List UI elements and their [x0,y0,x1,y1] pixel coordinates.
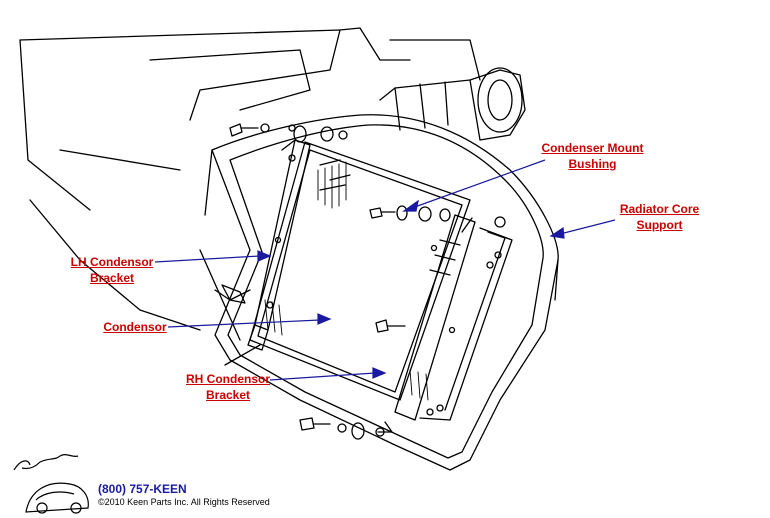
label-radiator-core-support[interactable]: Radiator Core Support [612,201,707,233]
label-radiator-core-support-line1: Radiator Core [619,202,700,216]
arrowhead-rh-condensor-bracket [372,367,387,379]
leader-condensor [167,319,321,328]
label-condensor-line1: Condensor [103,320,167,334]
label-rh-condensor-bracket[interactable]: RH Condensor Bracket [184,371,272,403]
hardware [221,123,506,440]
rh-bracket [377,214,513,433]
arrowhead-condenser-mount-bushing [402,199,419,212]
label-rh-condensor-bracket-line2: Bracket [205,388,251,402]
fan-hose-area [379,67,526,141]
keen-parts-logo [13,453,89,514]
copyright-notice: ©2010 Keen Parts Inc. All Rights Reserve… [98,497,270,507]
arrowhead-lh-condensor-bracket [257,250,272,262]
lh-bracket [247,139,311,351]
label-condenser-mount-bushing-line1: Condenser Mount [541,141,644,155]
leader-condenser-mount-bushing [411,159,546,209]
label-lh-condensor-bracket-line1: LH Condensor [70,255,154,269]
condensor-core [224,141,471,401]
label-lh-condensor-bracket-line2: Bracket [89,271,135,285]
leader-radiator-core-support [559,219,616,235]
label-condenser-mount-bushing-line2: Bushing [568,157,617,171]
arrowhead-radiator-core-support [549,226,565,239]
engine-bay-lines [19,27,481,341]
phone-number[interactable]: (800) 757-KEEN [98,482,187,496]
radiator-core-support [204,114,559,471]
leader-rh-condensor-bracket [269,372,376,381]
leader-lh-condensor-bracket [154,255,261,263]
label-condenser-mount-bushing[interactable]: Condenser Mount Bushing [540,140,645,172]
label-lh-condensor-bracket[interactable]: LH Condensor Bracket [68,254,156,286]
label-rh-condensor-bracket-line1: RH Condensor [186,372,270,386]
label-condensor[interactable]: Condensor [102,319,168,335]
leader-lines [154,159,616,381]
label-radiator-core-support-line2: Support [636,218,683,232]
arrowhead-condensor [317,313,332,325]
